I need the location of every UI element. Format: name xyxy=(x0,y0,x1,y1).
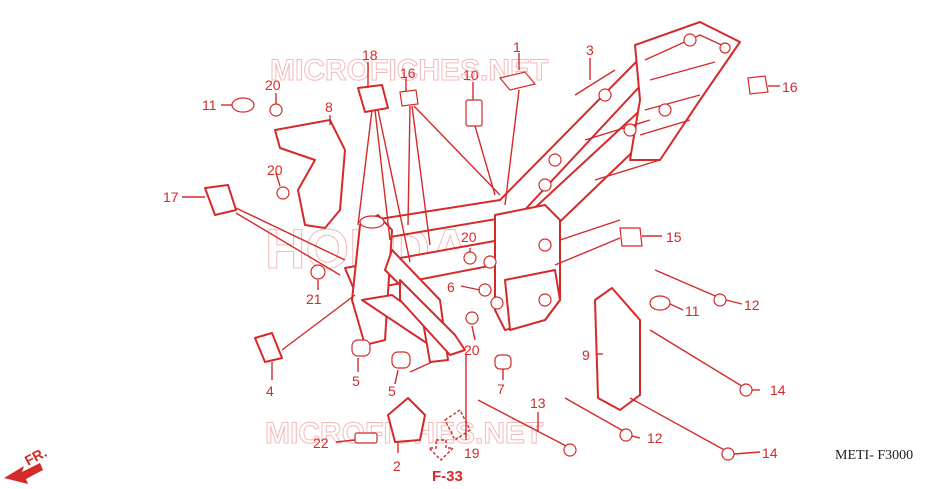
label-part-12-bottom: 12 xyxy=(647,430,663,446)
part-20-washer-d xyxy=(465,311,479,325)
label-part-20-d: 20 xyxy=(464,342,480,358)
ref-page-label: F-33 xyxy=(432,468,463,485)
part-5-collar-b xyxy=(391,351,411,369)
part-15-clamp xyxy=(619,227,643,247)
label-part-14-bottom: 14 xyxy=(762,445,778,461)
label-part-10: 10 xyxy=(463,67,479,83)
label-part-9: 9 xyxy=(582,347,590,363)
front-arrow xyxy=(4,463,43,484)
frame-body xyxy=(344,21,741,363)
part-14-bolt-bottom xyxy=(629,397,735,461)
label-part-20-b: 20 xyxy=(267,162,283,178)
part-4-clamp xyxy=(254,332,283,363)
part-20-washer-a xyxy=(269,103,283,117)
part-20-washer-b xyxy=(276,186,290,200)
part-1-label xyxy=(498,71,537,91)
part-11-grommet-left xyxy=(231,97,255,113)
label-part-11-left: 11 xyxy=(202,97,217,113)
label-part-16-right: 16 xyxy=(782,79,798,95)
label-part-15: 15 xyxy=(666,229,682,245)
part-2-mount xyxy=(387,397,426,443)
ref-arrow xyxy=(427,408,471,461)
part-11-grommet-right xyxy=(649,295,671,311)
part-21-nut xyxy=(310,264,326,280)
part-5-collar-a xyxy=(351,339,371,357)
label-part-8: 8 xyxy=(325,99,333,115)
label-part-5-a: 5 xyxy=(352,373,360,389)
leader-lines xyxy=(182,53,780,455)
label-part-14-top: 14 xyxy=(770,382,786,398)
label-part-3: 3 xyxy=(586,42,594,58)
label-part-22: 22 xyxy=(313,435,329,451)
label-part-2: 2 xyxy=(393,458,401,474)
label-part-12-top: 12 xyxy=(744,297,760,313)
label-part-16-left: 16 xyxy=(400,65,416,81)
part-16-clip-right xyxy=(747,75,769,95)
part-7-collar xyxy=(494,354,512,370)
part-9-plate xyxy=(594,287,641,411)
label-part-7: 7 xyxy=(497,381,505,397)
label-part-11-right: 11 xyxy=(685,303,700,319)
front-label: FR. xyxy=(22,444,49,469)
part-18-clamp xyxy=(357,84,389,113)
part-20-washer-c xyxy=(463,251,477,265)
part-22-bolt xyxy=(354,432,378,444)
label-part-6: 6 xyxy=(447,279,455,295)
watermark-top: MICROFICHES.NET xyxy=(270,54,548,87)
diagram-code: METI- F3000 xyxy=(835,448,913,463)
label-part-17: 17 xyxy=(163,189,179,205)
label-part-18: 18 xyxy=(362,47,378,63)
part-14-bolt-top xyxy=(649,329,753,397)
label-part-20-c: 20 xyxy=(461,229,477,245)
part-12-bolt-bottom xyxy=(564,397,633,442)
label-part-1: 1 xyxy=(513,39,521,55)
label-part-4: 4 xyxy=(266,383,274,399)
part-8-bracket xyxy=(274,119,346,229)
part-17-clamp xyxy=(204,184,237,216)
part-10-pad xyxy=(465,99,483,127)
part-16-clip-left xyxy=(399,89,419,107)
part-13-bolt xyxy=(477,399,577,457)
part-12-bolt-top xyxy=(654,269,727,307)
label-part-20-a: 20 xyxy=(265,77,281,93)
label-part-19: 19 xyxy=(464,445,480,461)
label-part-21: 21 xyxy=(306,291,322,307)
label-part-13: 13 xyxy=(530,395,546,411)
label-part-5-b: 5 xyxy=(388,383,396,399)
